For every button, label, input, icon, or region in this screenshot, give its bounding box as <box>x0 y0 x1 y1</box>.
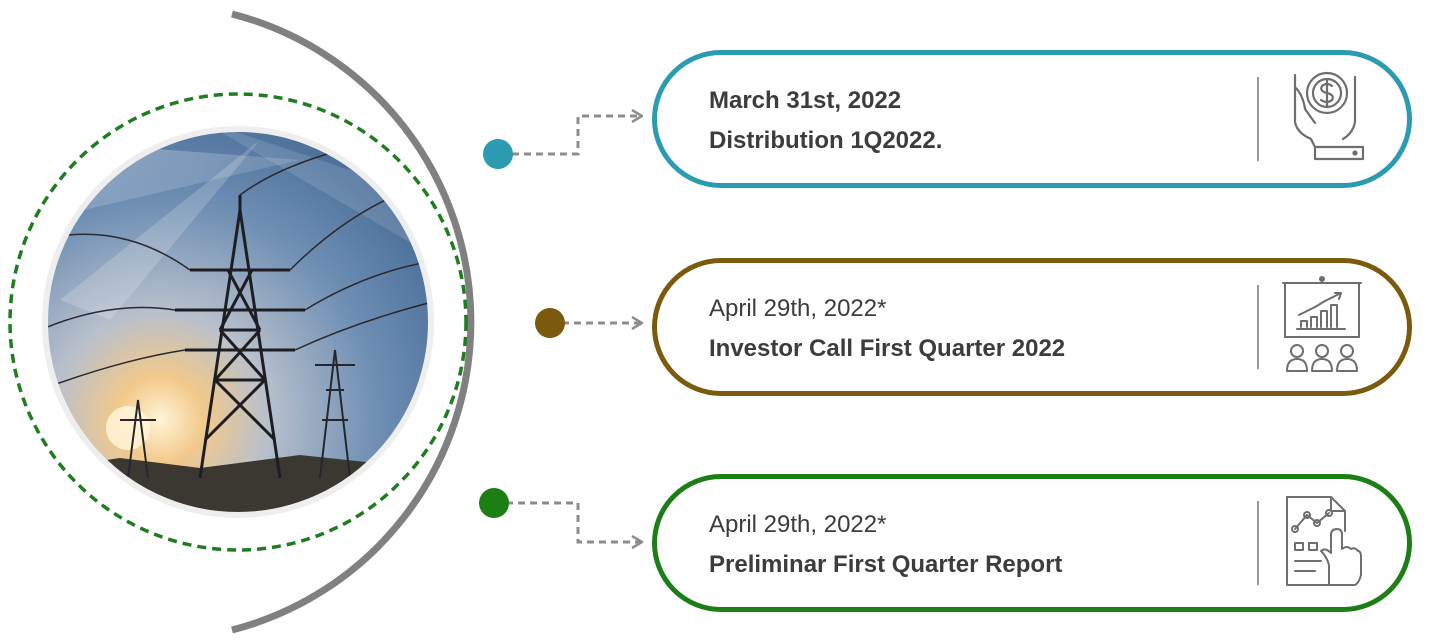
dashed-ring <box>8 92 468 552</box>
card-divider <box>1257 77 1259 161</box>
timeline-arc <box>231 10 475 634</box>
event-card-distribution: March 31st, 2022 Distribution 1Q2022. <box>652 50 1412 188</box>
event-date: April 29th, 2022* <box>709 295 887 322</box>
event-card-preliminary-report: April 29th, 2022* Preliminar First Quart… <box>652 474 1412 612</box>
connectors <box>494 116 642 542</box>
card-divider <box>1257 501 1259 585</box>
photo-frame <box>42 126 434 518</box>
event-title: Preliminar First Quarter Report <box>709 551 1063 578</box>
event-date: March 31st, 2022 <box>709 87 902 114</box>
event-card-investor-call: April 29th, 2022* Investor Call First Qu… <box>652 258 1412 396</box>
timeline-dot-3 <box>479 488 509 518</box>
presentation-chart-audience-icon <box>1282 276 1362 372</box>
card-divider <box>1257 285 1259 369</box>
event-date: April 29th, 2022* <box>709 511 887 538</box>
timeline-dot-1 <box>483 139 513 169</box>
timeline-dot-2 <box>535 308 565 338</box>
event-title: Investor Call First Quarter 2022 <box>709 335 1066 362</box>
hand-dollar-coin-icon <box>1293 71 1365 161</box>
connector-3 <box>494 501 642 542</box>
connector-1 <box>500 116 642 156</box>
event-title: Distribution 1Q2022. <box>709 127 943 154</box>
report-hand-pointer-icon <box>1286 496 1362 586</box>
